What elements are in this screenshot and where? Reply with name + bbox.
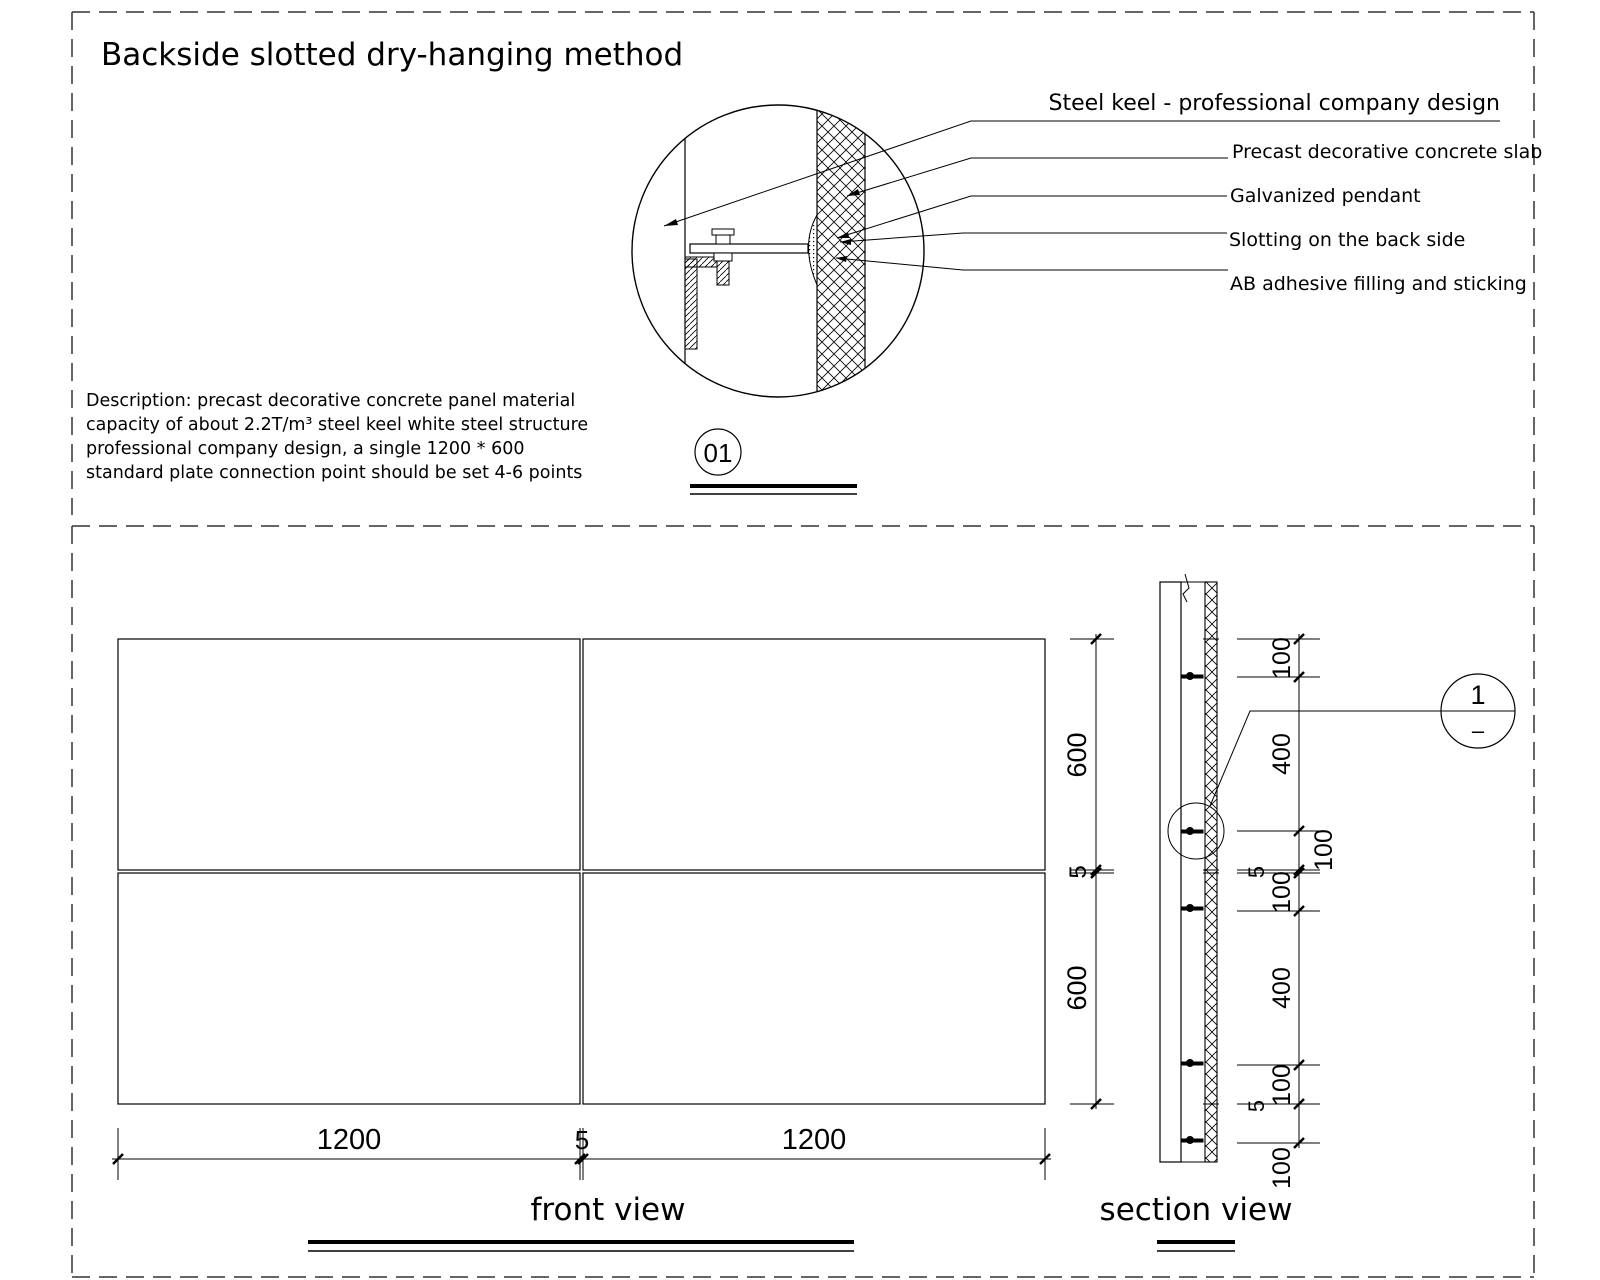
- section-ref-number: 1: [1470, 680, 1485, 710]
- section-dim-1: 100: [1268, 637, 1296, 679]
- front-height-dimension: [1070, 633, 1114, 1110]
- frame-borders: [71, 11, 1535, 1278]
- callout-back-slotting: Slotting on the back side: [1229, 229, 1465, 251]
- front-view-panels: [117, 638, 1046, 1105]
- section-dim-9: 100: [1268, 1147, 1296, 1189]
- panel-bottom-left: [117, 872, 581, 1105]
- callout-ab-adhesive: AB adhesive filling and sticking: [1230, 273, 1527, 295]
- dim-width-right: 1200: [782, 1124, 847, 1156]
- section-dim-3: 100: [1310, 829, 1338, 871]
- panel-bottom-right: [582, 872, 1046, 1105]
- leader-arrowheads: [664, 189, 860, 262]
- section-dim-4: 5: [1244, 866, 1269, 878]
- front-width-dimension: [112, 1128, 1051, 1180]
- section-dim-6: 400: [1268, 967, 1296, 1009]
- page-title: Backside slotted dry-hanging method: [101, 37, 683, 73]
- description-text: Description: precast decorative concrete…: [86, 391, 589, 483]
- front-view-label: front view: [531, 1192, 686, 1228]
- callout-galvanized-pendant: Galvanized pendant: [1230, 185, 1421, 207]
- section-dim-2: 400: [1268, 733, 1296, 775]
- leader-lines: [663, 120, 1500, 271]
- callout-concrete-slab: Precast decorative concrete slab: [1232, 141, 1542, 163]
- detail-label-number: 01: [704, 438, 733, 468]
- detail-label: 01: [690, 428, 857, 495]
- panel-top-left: [117, 638, 581, 871]
- section-ref-sheet: –: [1472, 718, 1485, 743]
- dim-width-left: 1200: [317, 1124, 382, 1156]
- panel-top-right: [582, 638, 1046, 871]
- dim-height-top: 600: [1062, 732, 1092, 777]
- detail-circle: [631, 104, 925, 398]
- callout-steel-keel: Steel keel - professional company design: [1049, 91, 1501, 116]
- section-dim-7: 100: [1268, 1064, 1296, 1106]
- section-view-label: section view: [1100, 1192, 1293, 1228]
- dim-width-gap: 5: [575, 1125, 589, 1155]
- section-dim-5: 100: [1268, 871, 1296, 913]
- section-dimension: [1237, 633, 1320, 1149]
- dim-height-bottom: 600: [1062, 965, 1092, 1010]
- section-view: [1159, 573, 1516, 1163]
- dim-height-gap: 5: [1065, 865, 1092, 878]
- section-dim-8: 5: [1244, 1100, 1269, 1112]
